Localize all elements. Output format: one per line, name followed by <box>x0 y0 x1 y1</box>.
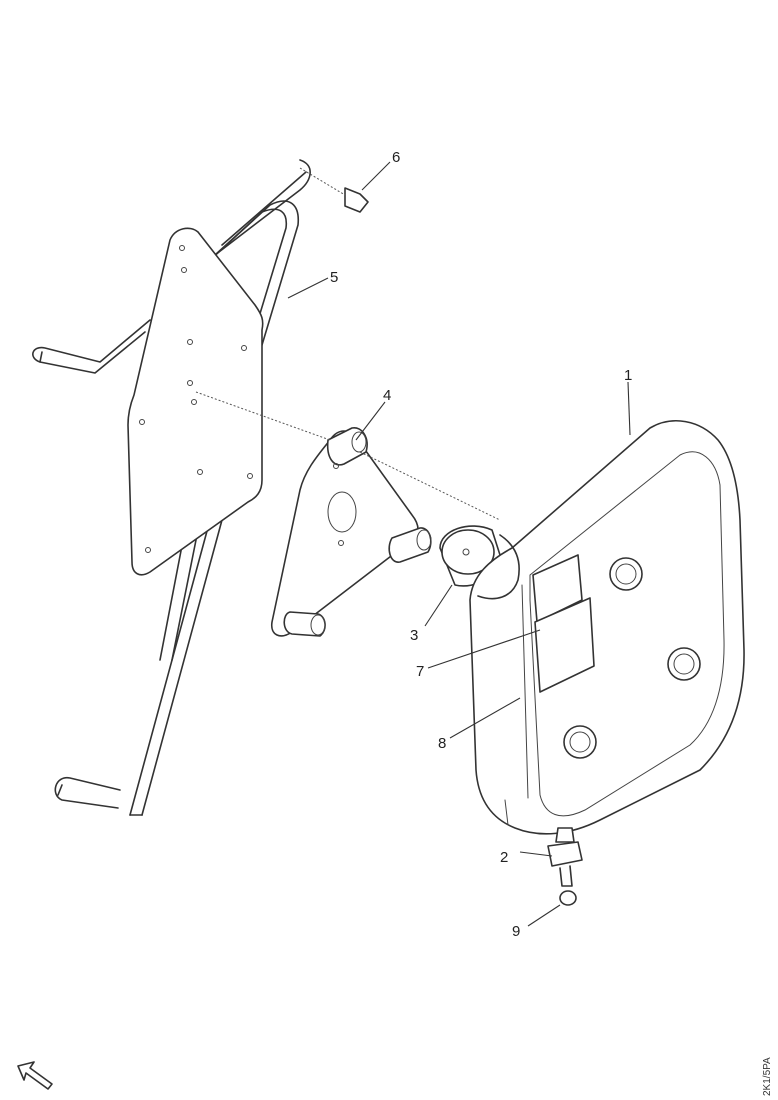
cap-part <box>439 525 501 587</box>
tank-part <box>469 420 745 835</box>
callout-3: 3 <box>410 627 418 644</box>
callout-9: 9 <box>512 923 520 940</box>
callout-4: 4 <box>383 387 391 404</box>
frame-part <box>32 159 311 816</box>
bracket-part <box>195 391 501 637</box>
callout-5: 5 <box>330 269 338 286</box>
callout-6: 6 <box>392 149 400 166</box>
front-direction-arrow-icon <box>17 1061 53 1090</box>
callout-1: 1 <box>624 367 632 384</box>
drawing-id: 2K1/5PA <box>762 1057 773 1096</box>
callout-8: 8 <box>438 735 446 752</box>
callout-7: 7 <box>416 663 424 680</box>
drain-valve-part <box>547 827 583 887</box>
bolt-part <box>299 167 369 213</box>
callout-2: 2 <box>500 849 508 866</box>
leader-lines <box>287 161 631 927</box>
drain-plug-part <box>559 890 577 906</box>
